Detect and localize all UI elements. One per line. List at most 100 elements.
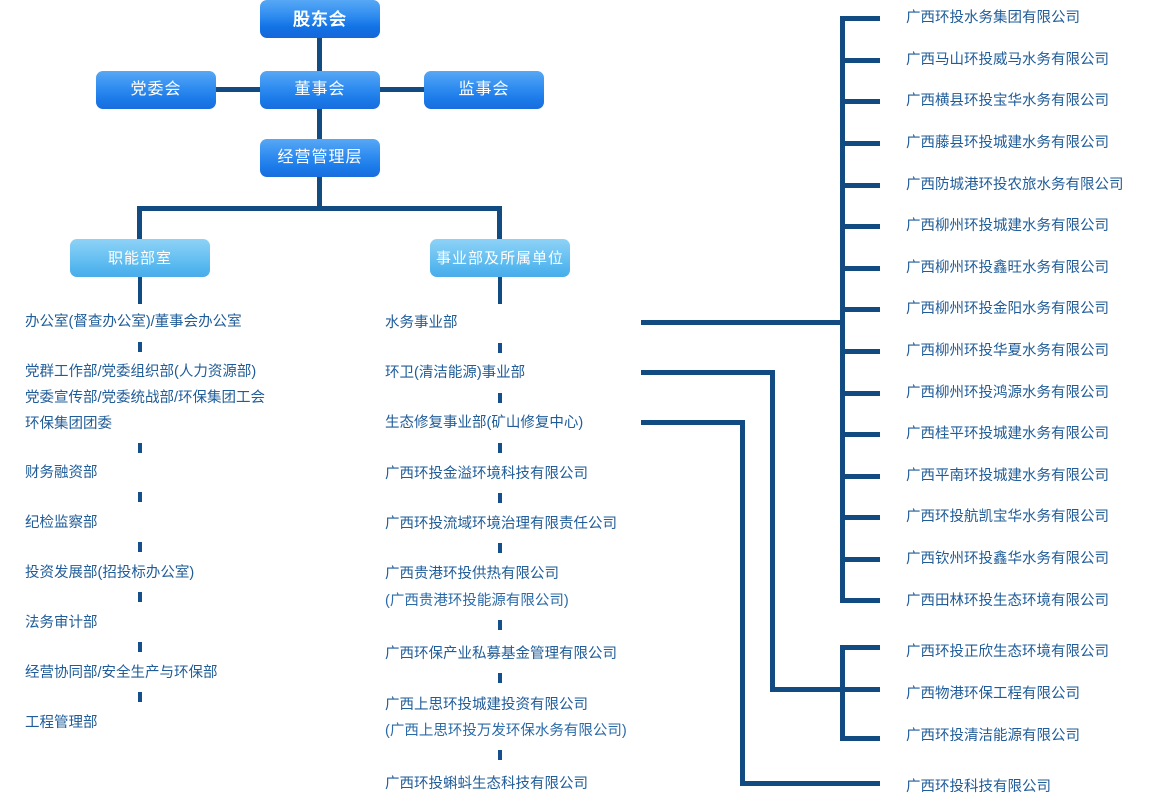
list-item[interactable]: 党委宣传部/党委统战部/环保集团工会: [25, 390, 266, 406]
connector-sanitation-vertical: [770, 370, 775, 692]
bracket-water-tick: [840, 99, 880, 104]
list-item[interactable]: 广西环保产业私募基金管理有限公司: [385, 646, 617, 662]
bracket-water-tick: [840, 266, 880, 271]
box-business-units[interactable]: 事业部及所属单位: [430, 239, 570, 277]
bracket-water-tick: [840, 391, 880, 396]
list-item[interactable]: 环保集团团委: [25, 416, 112, 432]
box-supervisors-label: 监事会: [458, 81, 510, 98]
connector-party-board: [212, 87, 264, 92]
connector-management-down: [317, 175, 322, 209]
list-item[interactable]: 广西桂平环投城建水务有限公司: [906, 426, 1109, 442]
list-item[interactable]: 广西平南环投城建水务有限公司: [906, 468, 1109, 484]
list-item[interactable]: 环卫(清洁能源)事业部: [385, 365, 526, 381]
connector-restoration-vertical: [740, 420, 745, 785]
list-separator-dot: [138, 642, 142, 652]
box-shareholders-label: 股东会: [293, 9, 347, 29]
list-item[interactable]: 广西柳州环投城建水务有限公司: [906, 218, 1109, 234]
box-party-committee[interactable]: 党委会: [96, 71, 216, 109]
list-item[interactable]: 广西田林环投生态环境有限公司: [906, 593, 1109, 609]
list-item[interactable]: 广西环投正欣生态环境有限公司: [906, 644, 1109, 660]
list-item[interactable]: 广西钦州环投鑫华水务有限公司: [906, 551, 1109, 567]
list-item[interactable]: 水务事业部: [385, 315, 458, 331]
list-separator-dot: [138, 443, 142, 453]
connector-board-supervisors: [376, 87, 428, 92]
connector-split-bar: [137, 206, 502, 211]
list-item[interactable]: 财务融资部: [25, 465, 98, 481]
connector-sanitation-horizontal: [641, 370, 775, 375]
list-separator-dot: [498, 343, 502, 353]
list-item[interactable]: 党群工作部/党委组织部(人力资源部): [25, 364, 257, 380]
list-item[interactable]: 办公室(督查办公室)/董事会办公室: [25, 314, 242, 330]
list-item[interactable]: 广西环投航凯宝华水务有限公司: [906, 509, 1109, 525]
connector-restoration-join: [740, 781, 843, 786]
bracket-water-tick: [840, 16, 880, 21]
list-item[interactable]: 纪检监察部: [25, 515, 98, 531]
list-item[interactable]: 广西环投金溢环境科技有限公司: [385, 466, 588, 482]
list-separator-dot: [498, 393, 502, 403]
connector-business-stem: [498, 275, 502, 304]
list-separator-dot: [138, 542, 142, 552]
list-item[interactable]: 广西柳州环投鸿源水务有限公司: [906, 385, 1109, 401]
list-separator-dot: [138, 342, 142, 352]
list-separator-dot: [498, 750, 502, 760]
list-item[interactable]: 广西环投科技有限公司: [906, 779, 1051, 795]
box-management[interactable]: 经营管理层: [260, 139, 380, 177]
list-separator-dot: [498, 443, 502, 453]
list-item[interactable]: 广西贵港环投供热有限公司: [385, 566, 559, 582]
list-separator-dot: [138, 592, 142, 602]
box-party-committee-label: 党委会: [130, 81, 182, 98]
box-functional-departments[interactable]: 职能部室: [70, 239, 210, 277]
bracket-water-tick: [840, 141, 880, 146]
bracket-sanitation-spine: [840, 645, 845, 741]
bracket-water-tick: [840, 183, 880, 188]
box-supervisors[interactable]: 监事会: [424, 71, 544, 109]
connector-shareholders-board: [317, 36, 322, 73]
list-item[interactable]: 广西柳州环投华夏水务有限公司: [906, 343, 1109, 359]
list-item[interactable]: 广西马山环投威马水务有限公司: [906, 52, 1109, 68]
list-item[interactable]: 广西柳州环投金阳水务有限公司: [906, 301, 1109, 317]
bracket-restoration-tick: [840, 781, 880, 786]
connector-water-to-bracket: [641, 320, 843, 325]
list-item[interactable]: 广西藤县环投城建水务有限公司: [906, 135, 1109, 151]
list-item[interactable]: 广西环投蝌蚪生态科技有限公司: [385, 776, 588, 792]
bracket-water-tick: [840, 598, 880, 603]
bracket-water-tick: [840, 224, 880, 229]
box-board[interactable]: 董事会: [260, 71, 380, 109]
list-separator-dot: [498, 543, 502, 553]
list-item[interactable]: 广西环投水务集团有限公司: [906, 10, 1080, 26]
list-item-alias[interactable]: (广西贵港环投能源有限公司): [385, 593, 569, 609]
list-item[interactable]: 广西物港环保工程有限公司: [906, 686, 1080, 702]
list-item[interactable]: 广西柳州环投鑫旺水务有限公司: [906, 260, 1109, 276]
connector-sanitation-join: [770, 687, 843, 692]
box-board-label: 董事会: [294, 81, 346, 98]
bracket-water-tick: [840, 474, 880, 479]
bracket-water-tick: [840, 432, 880, 437]
bracket-sanitation-tick: [840, 736, 880, 741]
list-item[interactable]: 广西横县环投宝华水务有限公司: [906, 93, 1109, 109]
box-functional-departments-label: 职能部室: [107, 249, 172, 267]
list-item[interactable]: 广西环投流域环境治理有限责任公司: [385, 516, 617, 532]
box-business-units-label: 事业部及所属单位: [435, 249, 564, 267]
list-item[interactable]: 广西环投清洁能源有限公司: [906, 728, 1080, 744]
bracket-water-tick: [840, 515, 880, 520]
list-item-alias[interactable]: (广西上思环投万发环保水务有限公司): [385, 723, 627, 739]
list-separator-dot: [498, 493, 502, 503]
list-separator-dot: [138, 492, 142, 502]
list-separator-dot: [498, 620, 502, 630]
bracket-sanitation-tick: [840, 645, 880, 650]
list-item[interactable]: 投资发展部(招投标办公室): [25, 565, 195, 581]
list-item[interactable]: 法务审计部: [25, 615, 98, 631]
list-item[interactable]: 广西防城港环投农旅水务有限公司: [906, 177, 1124, 193]
bracket-water-tick: [840, 557, 880, 562]
list-item[interactable]: 经营协同部/安全生产与环保部: [25, 665, 218, 681]
list-item[interactable]: 生态修复事业部(矿山修复中心): [385, 415, 584, 431]
connector-restoration-horizontal: [641, 420, 745, 425]
list-separator-dot: [138, 692, 142, 702]
box-management-label: 经营管理层: [277, 149, 363, 166]
bracket-water-tick: [840, 349, 880, 354]
box-shareholders[interactable]: 股东会: [260, 0, 380, 38]
list-item[interactable]: 工程管理部: [25, 715, 98, 731]
bracket-water-tick: [840, 58, 880, 63]
list-item[interactable]: 广西上思环投城建投资有限公司: [385, 697, 588, 713]
